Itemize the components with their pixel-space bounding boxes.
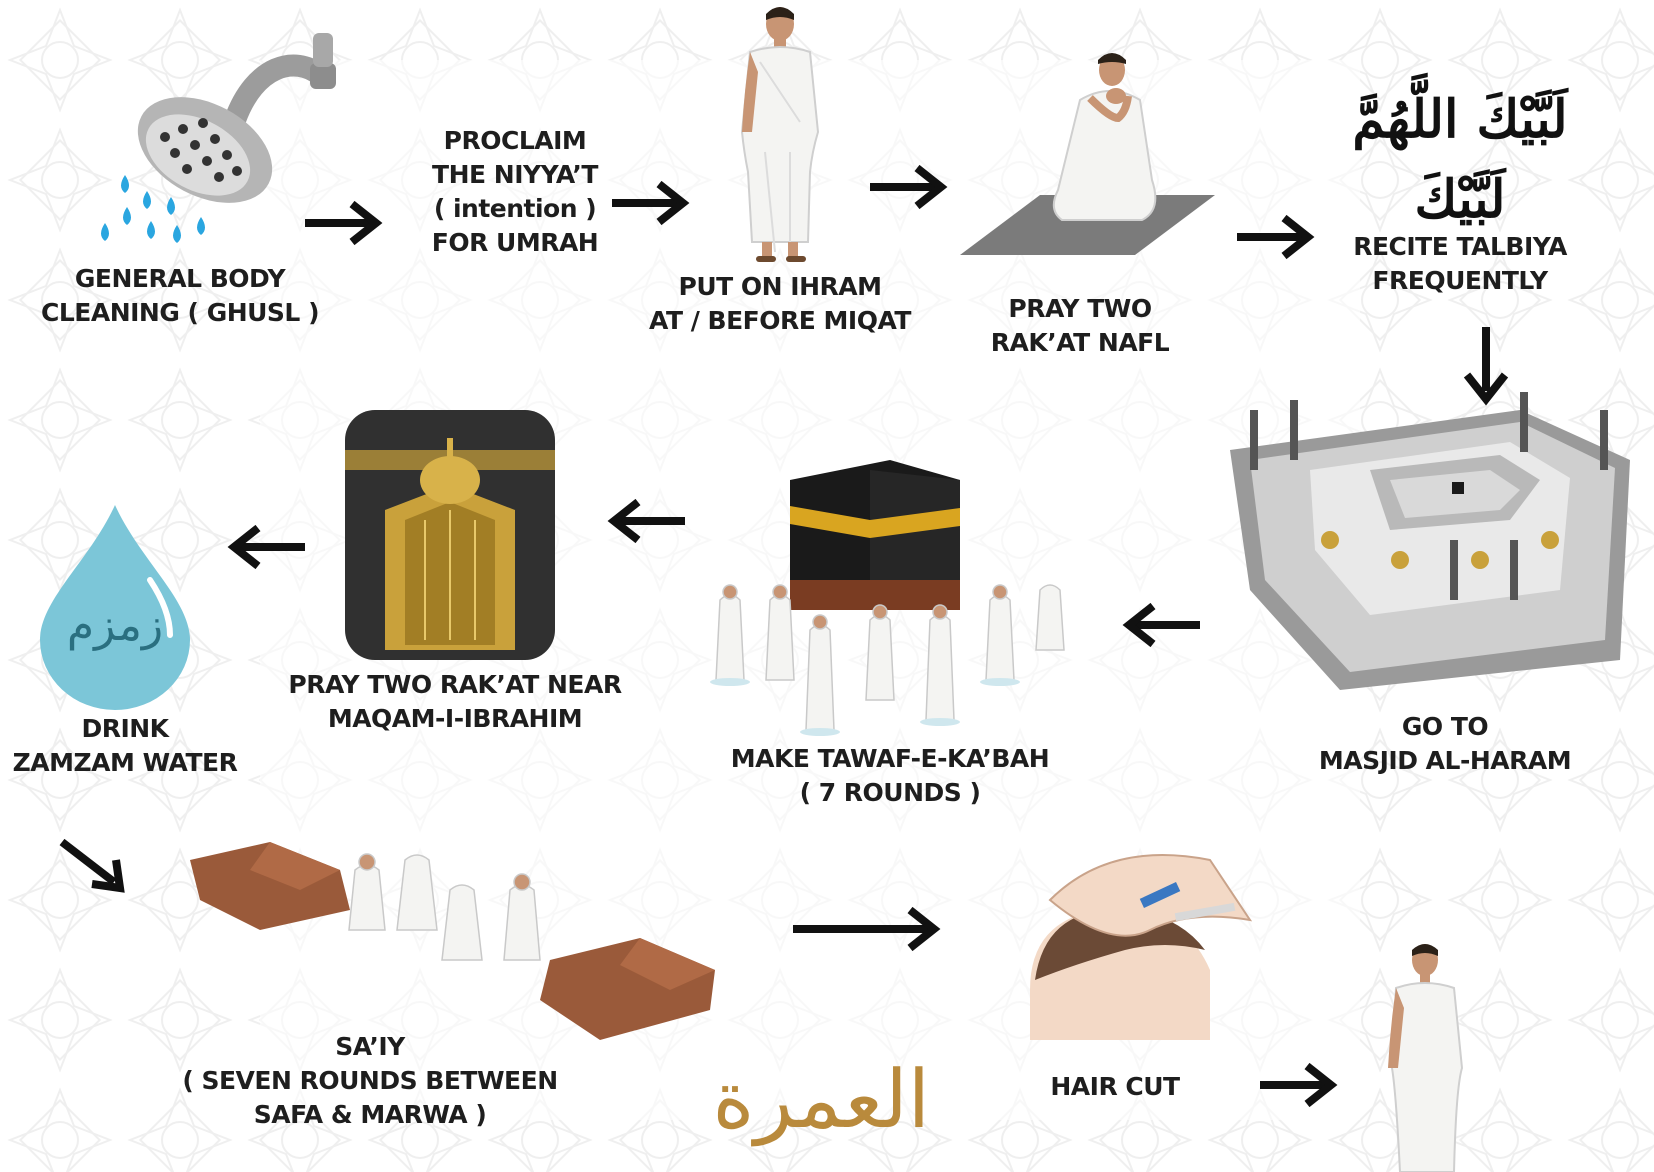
caption-nafl: PRAY TWO RAK’AT NAFL xyxy=(940,292,1220,360)
arrow-right-icon xyxy=(788,904,948,954)
caption-ihram: PUT ON IHRAM AT / BEFORE MIQAT xyxy=(640,270,920,338)
praying-figure xyxy=(940,40,1220,280)
caption-sai: SA’IY ( SEVEN ROUNDS BETWEEN SAFA & MARW… xyxy=(170,1030,570,1132)
arrow-right-icon xyxy=(1255,1060,1345,1110)
ihram-figure-final xyxy=(1370,940,1480,1172)
step-tawaf: MAKE TAWAF-E-KA’BAH ( 7 ROUNDS ) xyxy=(690,450,1090,810)
caption-haircut: HAIR CUT xyxy=(990,1070,1240,1104)
step-maqam: PRAY TWO RAK’AT NEAR MAQAM-I-IBRAHIM xyxy=(285,410,625,730)
step-talbiya: لَبَّيْكَ اللَّهُمَّ لَبَّيْكَ RECITE TA… xyxy=(1300,60,1620,310)
step-zamzam: زمزم DRINK ZAMZAM WATER xyxy=(0,490,250,810)
step-nafl: PRAY TWO RAK’AT NAFL xyxy=(940,30,1220,370)
caption-maqam: PRAY TWO RAK’AT NEAR MAQAM-I-IBRAHIM xyxy=(285,668,625,736)
step-masjid: GO TO MASJID AL-HARAM xyxy=(1220,390,1640,790)
maqam-ibrahim xyxy=(345,410,555,660)
haircut xyxy=(990,830,1290,1060)
step-ghusl: GENERAL BODY CLEANING ( GHUSL ) xyxy=(30,20,330,340)
kaaba-tawaf xyxy=(690,450,1090,740)
arrow-right-icon xyxy=(300,198,390,248)
step-sai: SA’IY ( SEVEN ROUNDS BETWEEN SAFA & MARW… xyxy=(170,840,750,1140)
caption-talbiya: RECITE TALBIYA FREQUENTLY xyxy=(1300,230,1620,298)
caption-zamzam: DRINK ZAMZAM WATER xyxy=(0,712,250,780)
talbiya-calligraphy: لَبَّيْكَ اللَّهُمَّ لَبَّيْكَ xyxy=(1300,80,1620,240)
masjid-al-haram xyxy=(1220,390,1640,700)
step-haircut: HAIR CUT xyxy=(990,830,1290,1130)
arrow-left-icon xyxy=(1115,600,1205,650)
caption-masjid: GO TO MASJID AL-HARAM xyxy=(1250,710,1640,778)
caption-tawaf: MAKE TAWAF-E-KA’BAH ( 7 ROUNDS ) xyxy=(690,742,1090,810)
caption-ghusl: GENERAL BODY CLEANING ( GHUSL ) xyxy=(30,262,330,330)
arrow-down-right-icon xyxy=(56,836,131,896)
ihram-figure xyxy=(720,2,840,272)
umrah-calligraphy-logo: العمرة xyxy=(730,1040,930,1160)
zamzam-arabic-label: زمزم xyxy=(30,600,200,651)
caption-niyyat: PROCLAIM THE NIYYA’T ( intention ) FOR U… xyxy=(400,124,630,260)
